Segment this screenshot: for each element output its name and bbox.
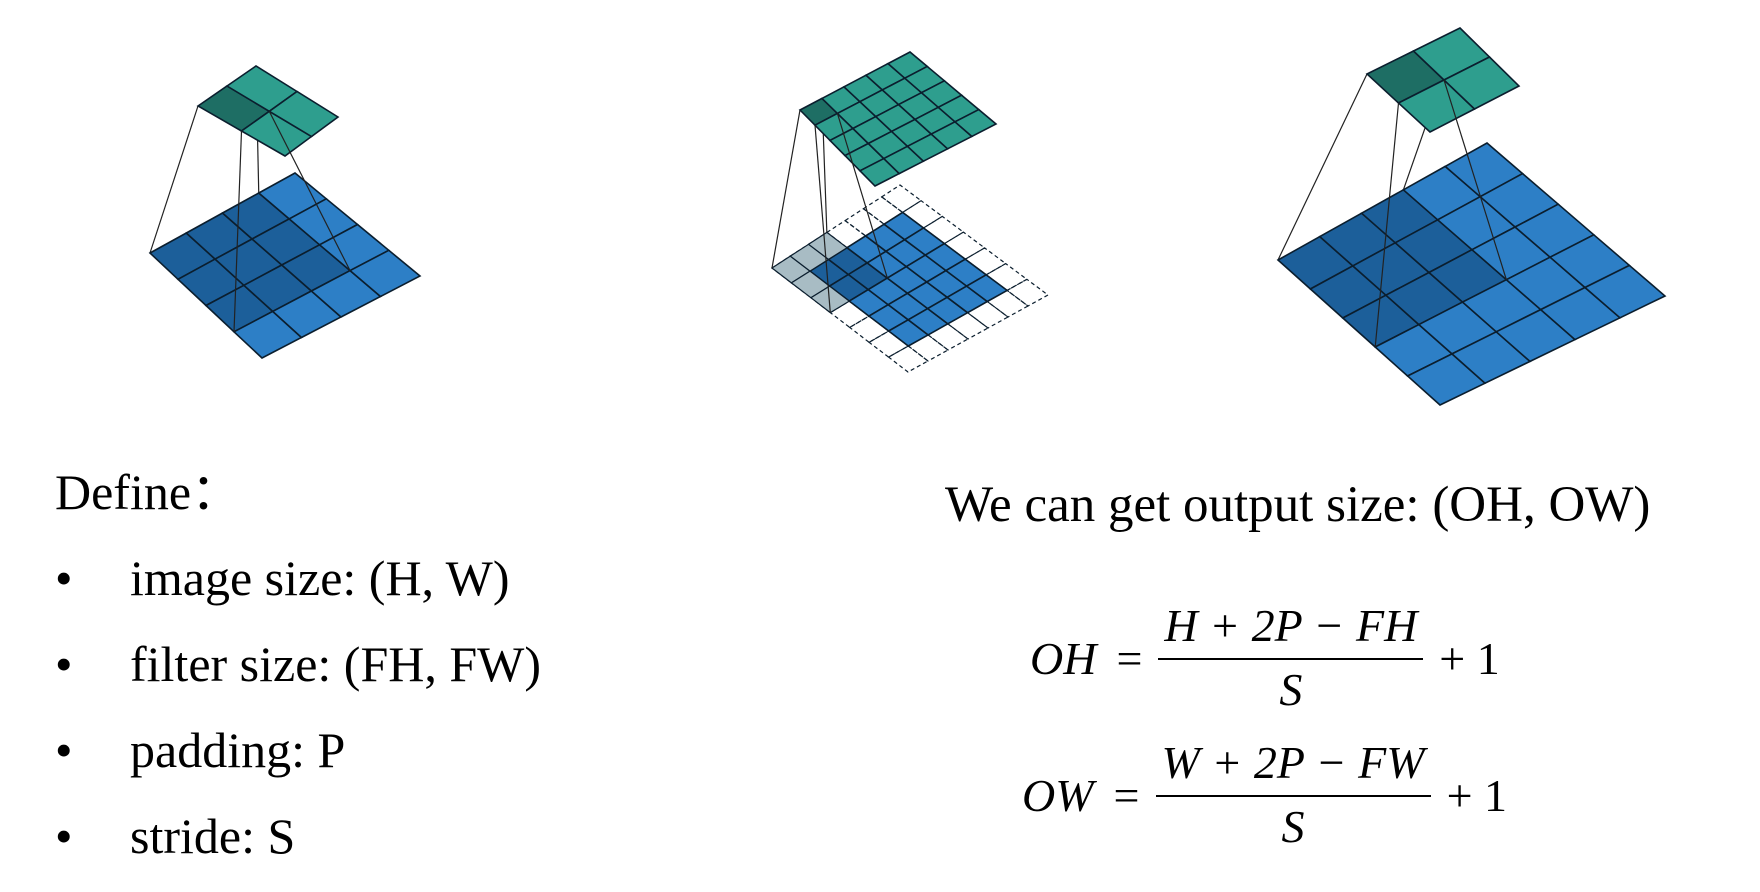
output-grid <box>1365 27 1521 133</box>
grid-cell <box>267 90 340 138</box>
padding-cell <box>880 184 923 214</box>
projection-line <box>268 110 351 271</box>
padding-window <box>770 231 851 314</box>
convolution-diagram-with-padding <box>770 51 1050 373</box>
grid-cell <box>348 249 422 298</box>
formula-output-width: OW = W + 2P − FW S + 1 <box>1022 737 1507 853</box>
padding-cell <box>868 330 910 358</box>
formula-lhs: OW <box>1022 769 1094 821</box>
bullet-icon: • <box>55 808 73 864</box>
formula-tail: + 1 <box>1439 632 1500 684</box>
bullet-icon: • <box>55 722 73 778</box>
definition-text: padding: P <box>130 722 346 778</box>
projection-line <box>814 125 831 313</box>
formula-denominator: S <box>1281 801 1305 852</box>
output-size-heading: We can get output size: (OH, OW) <box>945 477 1651 533</box>
convolution-diagram-stride <box>1276 27 1667 406</box>
projection-line <box>233 130 243 332</box>
projection-line <box>836 113 888 279</box>
formula-equals: = <box>1116 632 1143 684</box>
projection-line <box>771 109 801 269</box>
formula-denominator: S <box>1279 664 1303 715</box>
grid-cell <box>953 108 998 138</box>
grid-cell <box>1442 56 1521 110</box>
grid-cell <box>1583 264 1667 319</box>
grid-cell <box>965 273 1009 303</box>
padding-cell <box>1006 278 1050 307</box>
definition-text: image size: (H, W) <box>130 550 510 606</box>
padding-cell <box>809 285 851 314</box>
define-heading: Define： <box>55 464 242 520</box>
output-grid <box>196 65 340 157</box>
projection-line <box>149 105 199 254</box>
bullet-icon: • <box>55 636 73 692</box>
input-grid <box>1276 142 1667 406</box>
definition-text: filter size: (FH, FW) <box>130 636 542 692</box>
formula-numerator: H + 2P − FH <box>1158 600 1424 660</box>
formula-tail: + 1 <box>1446 769 1508 821</box>
formula-fraction: H + 2P − FH S <box>1158 600 1424 716</box>
projection-line <box>1374 102 1400 348</box>
projection-line <box>1277 73 1368 261</box>
formula-fraction: W + 2P − FW S <box>1155 737 1431 853</box>
padding-cell <box>807 231 849 261</box>
output-grid <box>798 51 998 187</box>
definition-text: stride: S <box>130 808 296 864</box>
projection-line <box>1443 79 1507 280</box>
padding-cell <box>844 207 886 237</box>
formula-lhs: OH <box>1030 632 1097 684</box>
padding-cell <box>848 315 890 344</box>
formula-output-height: OH = H + 2P − FH S + 1 <box>1030 600 1500 716</box>
formula-equals: = <box>1113 769 1140 821</box>
bullet-icon: • <box>55 550 73 606</box>
padding-cell <box>862 196 904 225</box>
input-grid <box>808 211 1009 347</box>
padding-cell <box>887 345 930 373</box>
convolution-diagrams <box>148 27 1667 406</box>
input-grid <box>148 172 422 359</box>
formula-numerator: W + 2P − FW <box>1155 737 1431 797</box>
convolution-diagram-no-padding <box>148 65 422 359</box>
